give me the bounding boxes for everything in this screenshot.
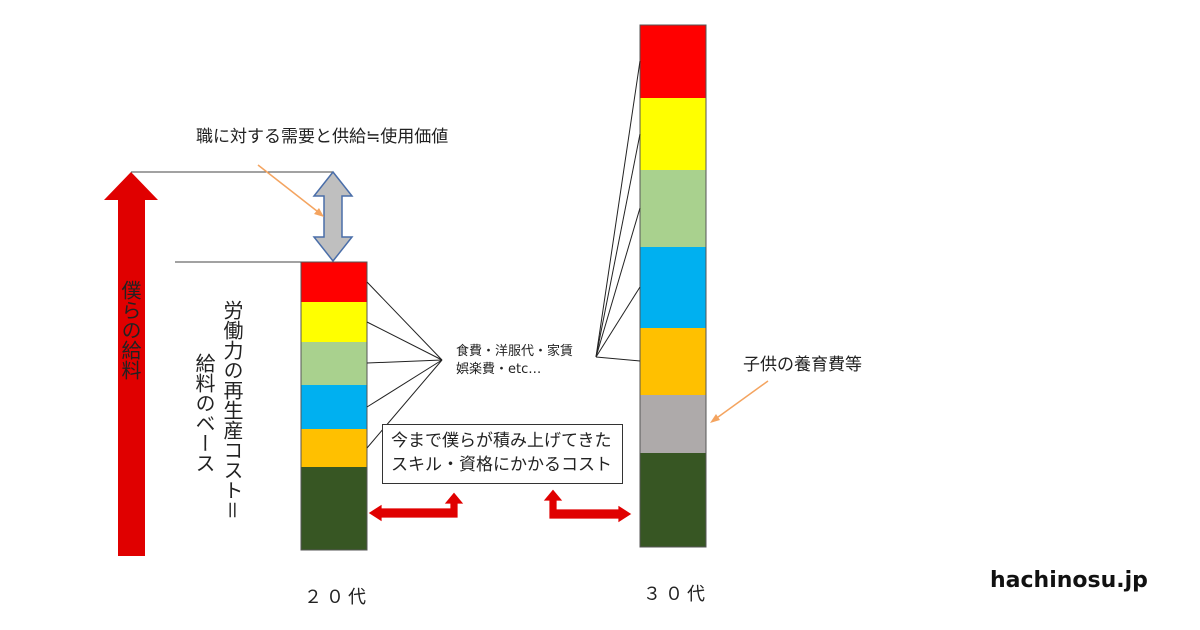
- age-20s-label: ２０代: [304, 587, 370, 608]
- skills-cost-box: 今まで僕らが積み上げてきた スキル・資格にかかるコスト: [382, 424, 623, 484]
- salary-arrow-label: 僕らの給料: [118, 280, 142, 380]
- age-30s-label: ３０代: [643, 584, 709, 605]
- demand-supply-callout-head: [314, 208, 324, 217]
- bar30-orange: [640, 328, 706, 395]
- bar20-blue: [301, 385, 367, 429]
- brand-label: hachinosu.jp: [990, 568, 1148, 593]
- bar20-yellow: [301, 302, 367, 342]
- bar30-dark-green: [640, 453, 706, 547]
- bar30-blue: [640, 247, 706, 328]
- skills-bent-arrow-right: [542, 488, 633, 524]
- fan-lines-30s: [595, 60, 641, 362]
- child-costs-callout-head: [710, 414, 720, 423]
- salary-arrow: [104, 172, 158, 556]
- salary-base-label: 給料のベース: [192, 353, 216, 473]
- skills-cost-line1: 今まで僕らが積み上げてきた: [391, 431, 612, 451]
- skills-bent-arrow-left: [367, 491, 465, 523]
- living-costs-label-line1: 食費・洋服代・家賃: [456, 344, 574, 359]
- child-costs-callout-line: [713, 380, 769, 421]
- bar30-outline: [639, 24, 707, 548]
- bar30-light-green: [640, 170, 706, 247]
- bar20-orange: [301, 429, 367, 467]
- reproduction-cost-label: 労働力の再生産コスト＝: [220, 300, 244, 520]
- fan-lines-20s: [366, 281, 443, 449]
- bar20-red: [301, 262, 367, 302]
- bar20-light-green: [301, 342, 367, 385]
- bar30-yellow: [640, 98, 706, 170]
- living-costs-label-line2: 娯楽費・etc…: [456, 362, 542, 377]
- skills-cost-line2: スキル・資格にかかるコスト: [391, 455, 612, 475]
- bar30-red: [640, 25, 706, 98]
- demand-supply-callout-line: [257, 164, 323, 216]
- child-costs-label: 子供の養育費等: [743, 355, 862, 375]
- bar20-outline: [300, 261, 368, 551]
- demand-supply-double-arrow: [312, 170, 354, 263]
- bar30-gray: [640, 395, 706, 453]
- demand-supply-label: 職に対する需要と供給≒使用価値: [196, 127, 449, 147]
- bar20-dark-green: [301, 467, 367, 550]
